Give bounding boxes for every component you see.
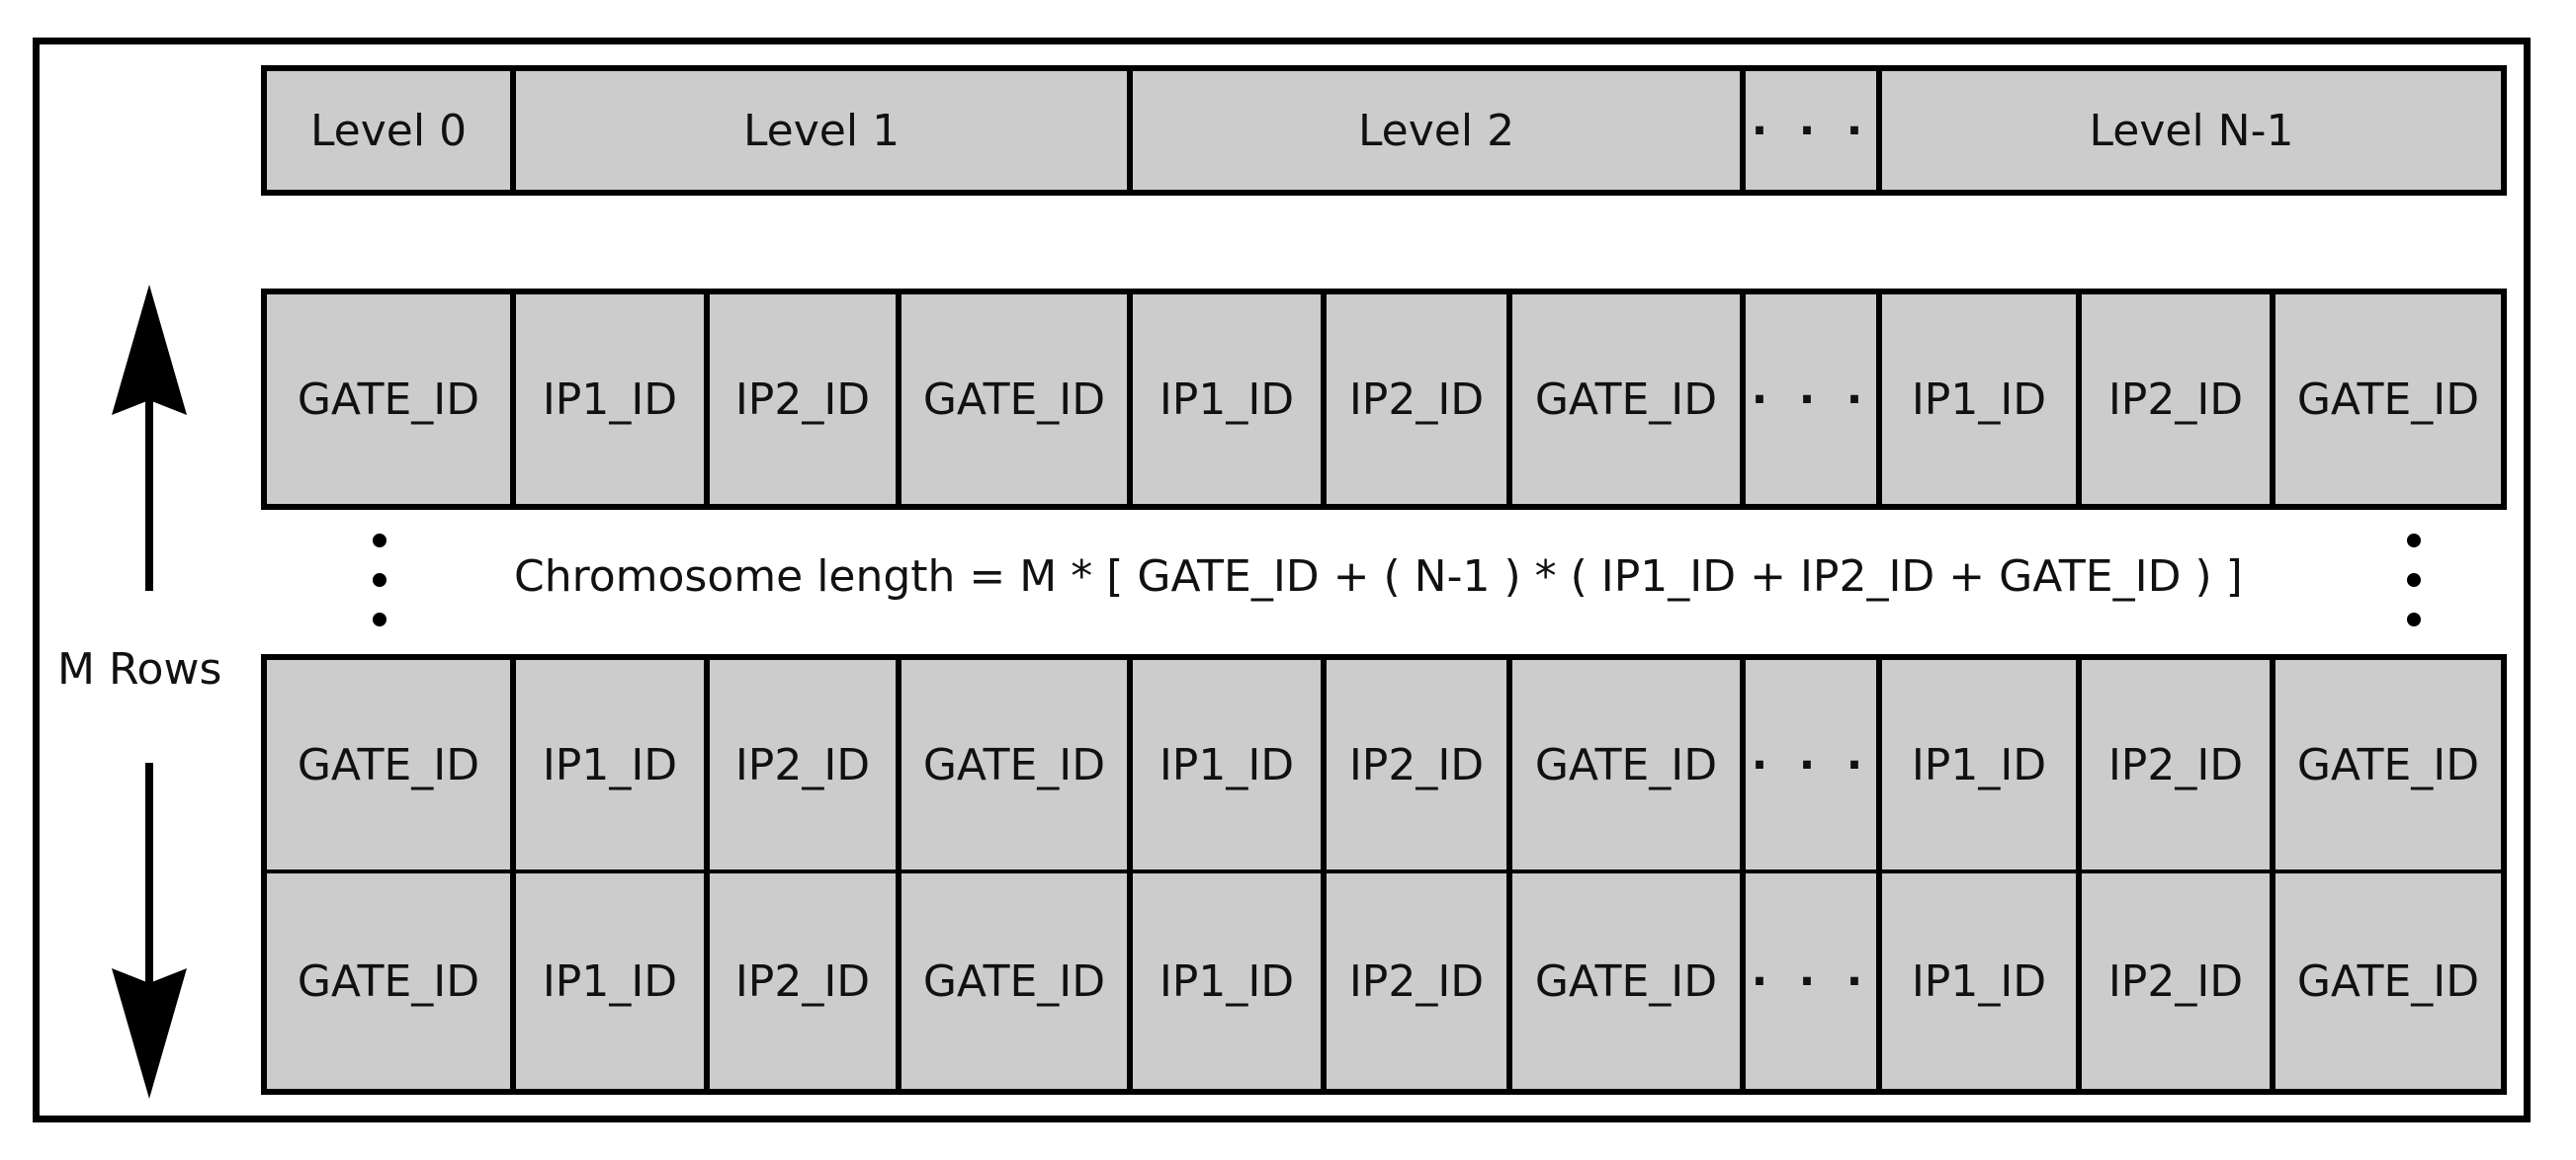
gate-id-cell: GATE_ID: [1506, 660, 1740, 870]
chromosome-row-penultimate: GATE_ID IP1_ID IP2_ID GATE_ID IP1_ID IP2…: [261, 654, 2507, 875]
gate-id-cell: GATE_ID: [1506, 294, 1740, 504]
ip1-id-cell: IP1_ID: [1127, 660, 1321, 870]
ip1-id-cell: IP1_ID: [1876, 660, 2076, 870]
gate-id-cell: GATE_ID: [261, 873, 510, 1089]
level-0-cell: Level 0: [261, 71, 510, 190]
gate-id-cell: GATE_ID: [896, 660, 1127, 870]
ip2-id-cell: IP2_ID: [704, 294, 896, 504]
down-arrow-icon: [112, 763, 187, 1099]
ip1-id-cell: IP1_ID: [1127, 873, 1321, 1089]
gate-id-cell: GATE_ID: [2270, 294, 2507, 504]
gate-id-cell: GATE_ID: [2270, 660, 2507, 870]
chromosome-row-last: GATE_ID IP1_ID IP2_ID GATE_ID IP1_ID IP2…: [261, 873, 2507, 1095]
ip2-id-cell: IP2_ID: [704, 660, 896, 870]
up-arrow-icon: [112, 285, 187, 591]
vertical-ellipsis-right: [2407, 534, 2421, 652]
level-ellipsis-cell: · · ·: [1740, 71, 1876, 190]
gate-id-cell: GATE_ID: [261, 294, 510, 504]
level-2-cell: Level 2: [1127, 71, 1740, 190]
ip2-id-cell: IP2_ID: [704, 873, 896, 1089]
ip1-id-cell: IP1_ID: [510, 873, 704, 1089]
gate-id-cell: GATE_ID: [1506, 873, 1740, 1089]
chromosome-row-first: GATE_ID IP1_ID IP2_ID GATE_ID IP1_ID IP2…: [261, 289, 2507, 510]
ip1-id-cell: IP1_ID: [510, 660, 704, 870]
ip1-id-cell: IP1_ID: [1876, 873, 2076, 1089]
gate-id-cell: GATE_ID: [896, 294, 1127, 504]
ip2-id-cell: IP2_ID: [1321, 294, 1506, 504]
level-n-minus-1-cell: Level N-1: [1876, 71, 2507, 190]
ip2-id-cell: IP2_ID: [1321, 873, 1506, 1089]
chromosome-length-formula: Chromosome length = M * [ GATE_ID + ( N-…: [514, 551, 2243, 602]
m-rows-label: M Rows: [57, 644, 222, 695]
ip2-id-cell: IP2_ID: [2076, 294, 2270, 504]
gate-id-cell: GATE_ID: [261, 660, 510, 870]
level-1-cell: Level 1: [510, 71, 1127, 190]
level-header-row: Level 0 Level 1 Level 2 · · · Level N-1: [261, 65, 2507, 196]
ip1-id-cell: IP1_ID: [1127, 294, 1321, 504]
ellipsis-cell: · · ·: [1740, 660, 1876, 870]
ip2-id-cell: IP2_ID: [1321, 660, 1506, 870]
ellipsis-cell: · · ·: [1740, 294, 1876, 504]
ip2-id-cell: IP2_ID: [2076, 660, 2270, 870]
ip1-id-cell: IP1_ID: [510, 294, 704, 504]
gate-id-cell: GATE_ID: [896, 873, 1127, 1089]
vertical-ellipsis-left: [373, 534, 386, 652]
ip1-id-cell: IP1_ID: [1876, 294, 2076, 504]
ip2-id-cell: IP2_ID: [2076, 873, 2270, 1089]
ellipsis-cell: · · ·: [1740, 873, 1876, 1089]
gate-id-cell: GATE_ID: [2270, 873, 2507, 1089]
